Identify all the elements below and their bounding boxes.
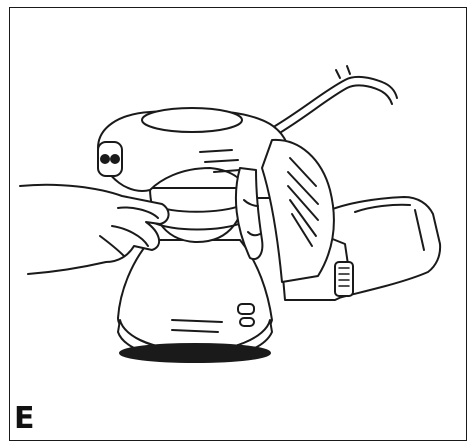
sander-top-handle <box>97 107 292 199</box>
operator-hand-icon <box>19 167 264 275</box>
power-cord-icon <box>264 65 398 141</box>
sander-rear-handle <box>261 138 335 283</box>
palm-grip <box>141 107 243 133</box>
sanding-pad <box>119 343 271 363</box>
figure-frame <box>9 7 467 441</box>
sander-body <box>117 239 273 363</box>
figure-letter: E <box>14 401 35 436</box>
